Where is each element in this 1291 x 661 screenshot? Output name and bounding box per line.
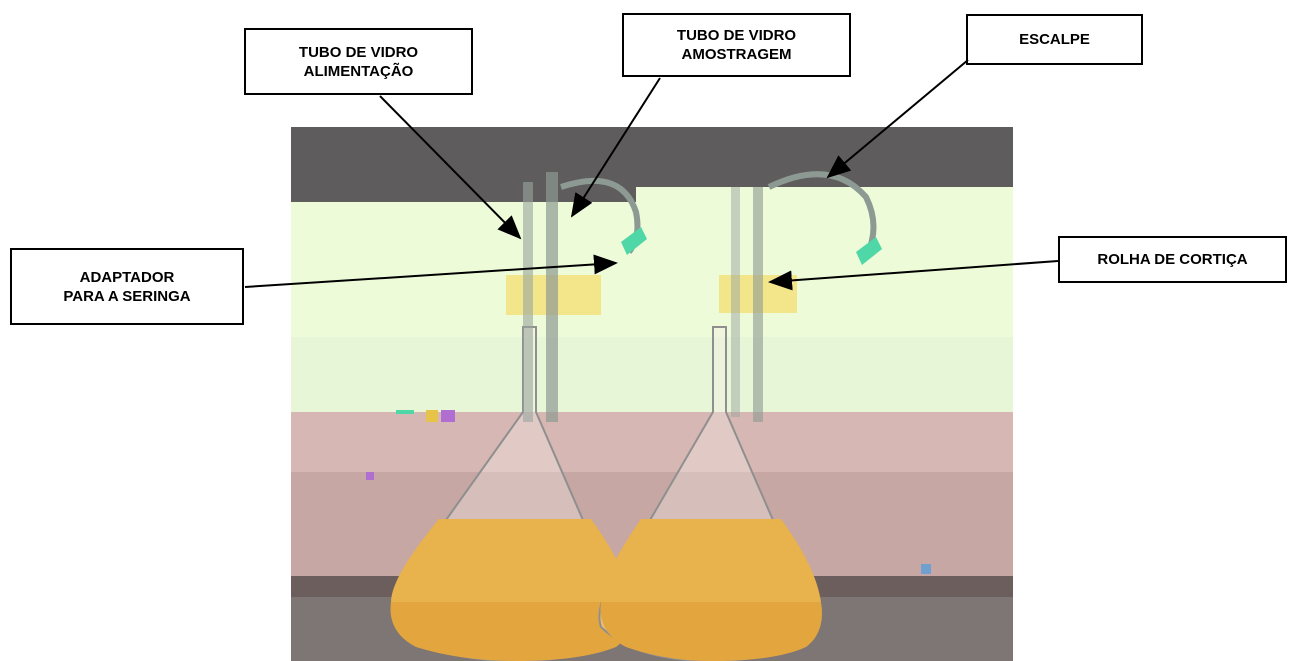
right-escalpe-tube: [767, 171, 877, 259]
label-rolha-cortica: ROLHA DE CORTIÇA: [1058, 236, 1287, 283]
left-glass-tube-a: [546, 172, 558, 422]
left-glass-tube-b: [523, 182, 533, 422]
label-escalpe: ESCALPE: [966, 14, 1143, 65]
flasks-photo: [291, 127, 1013, 661]
right-glass-tube-a: [753, 187, 763, 422]
flasks-photo-drawing: [291, 127, 1013, 661]
right-syringe-adapter: [856, 237, 882, 265]
left-liquid: [391, 519, 631, 602]
left-syringe-adapter: [621, 227, 647, 255]
right-liquid: [601, 519, 821, 602]
label-tubo-vidro-amostragem: TUBO DE VIDRO AMOSTRAGEM: [622, 13, 851, 77]
label-adaptador-seringa: ADAPTADOR PARA A SERINGA: [10, 248, 244, 325]
label-tubo-vidro-alimentacao: TUBO DE VIDRO ALIMENTAÇÃO: [244, 28, 473, 95]
